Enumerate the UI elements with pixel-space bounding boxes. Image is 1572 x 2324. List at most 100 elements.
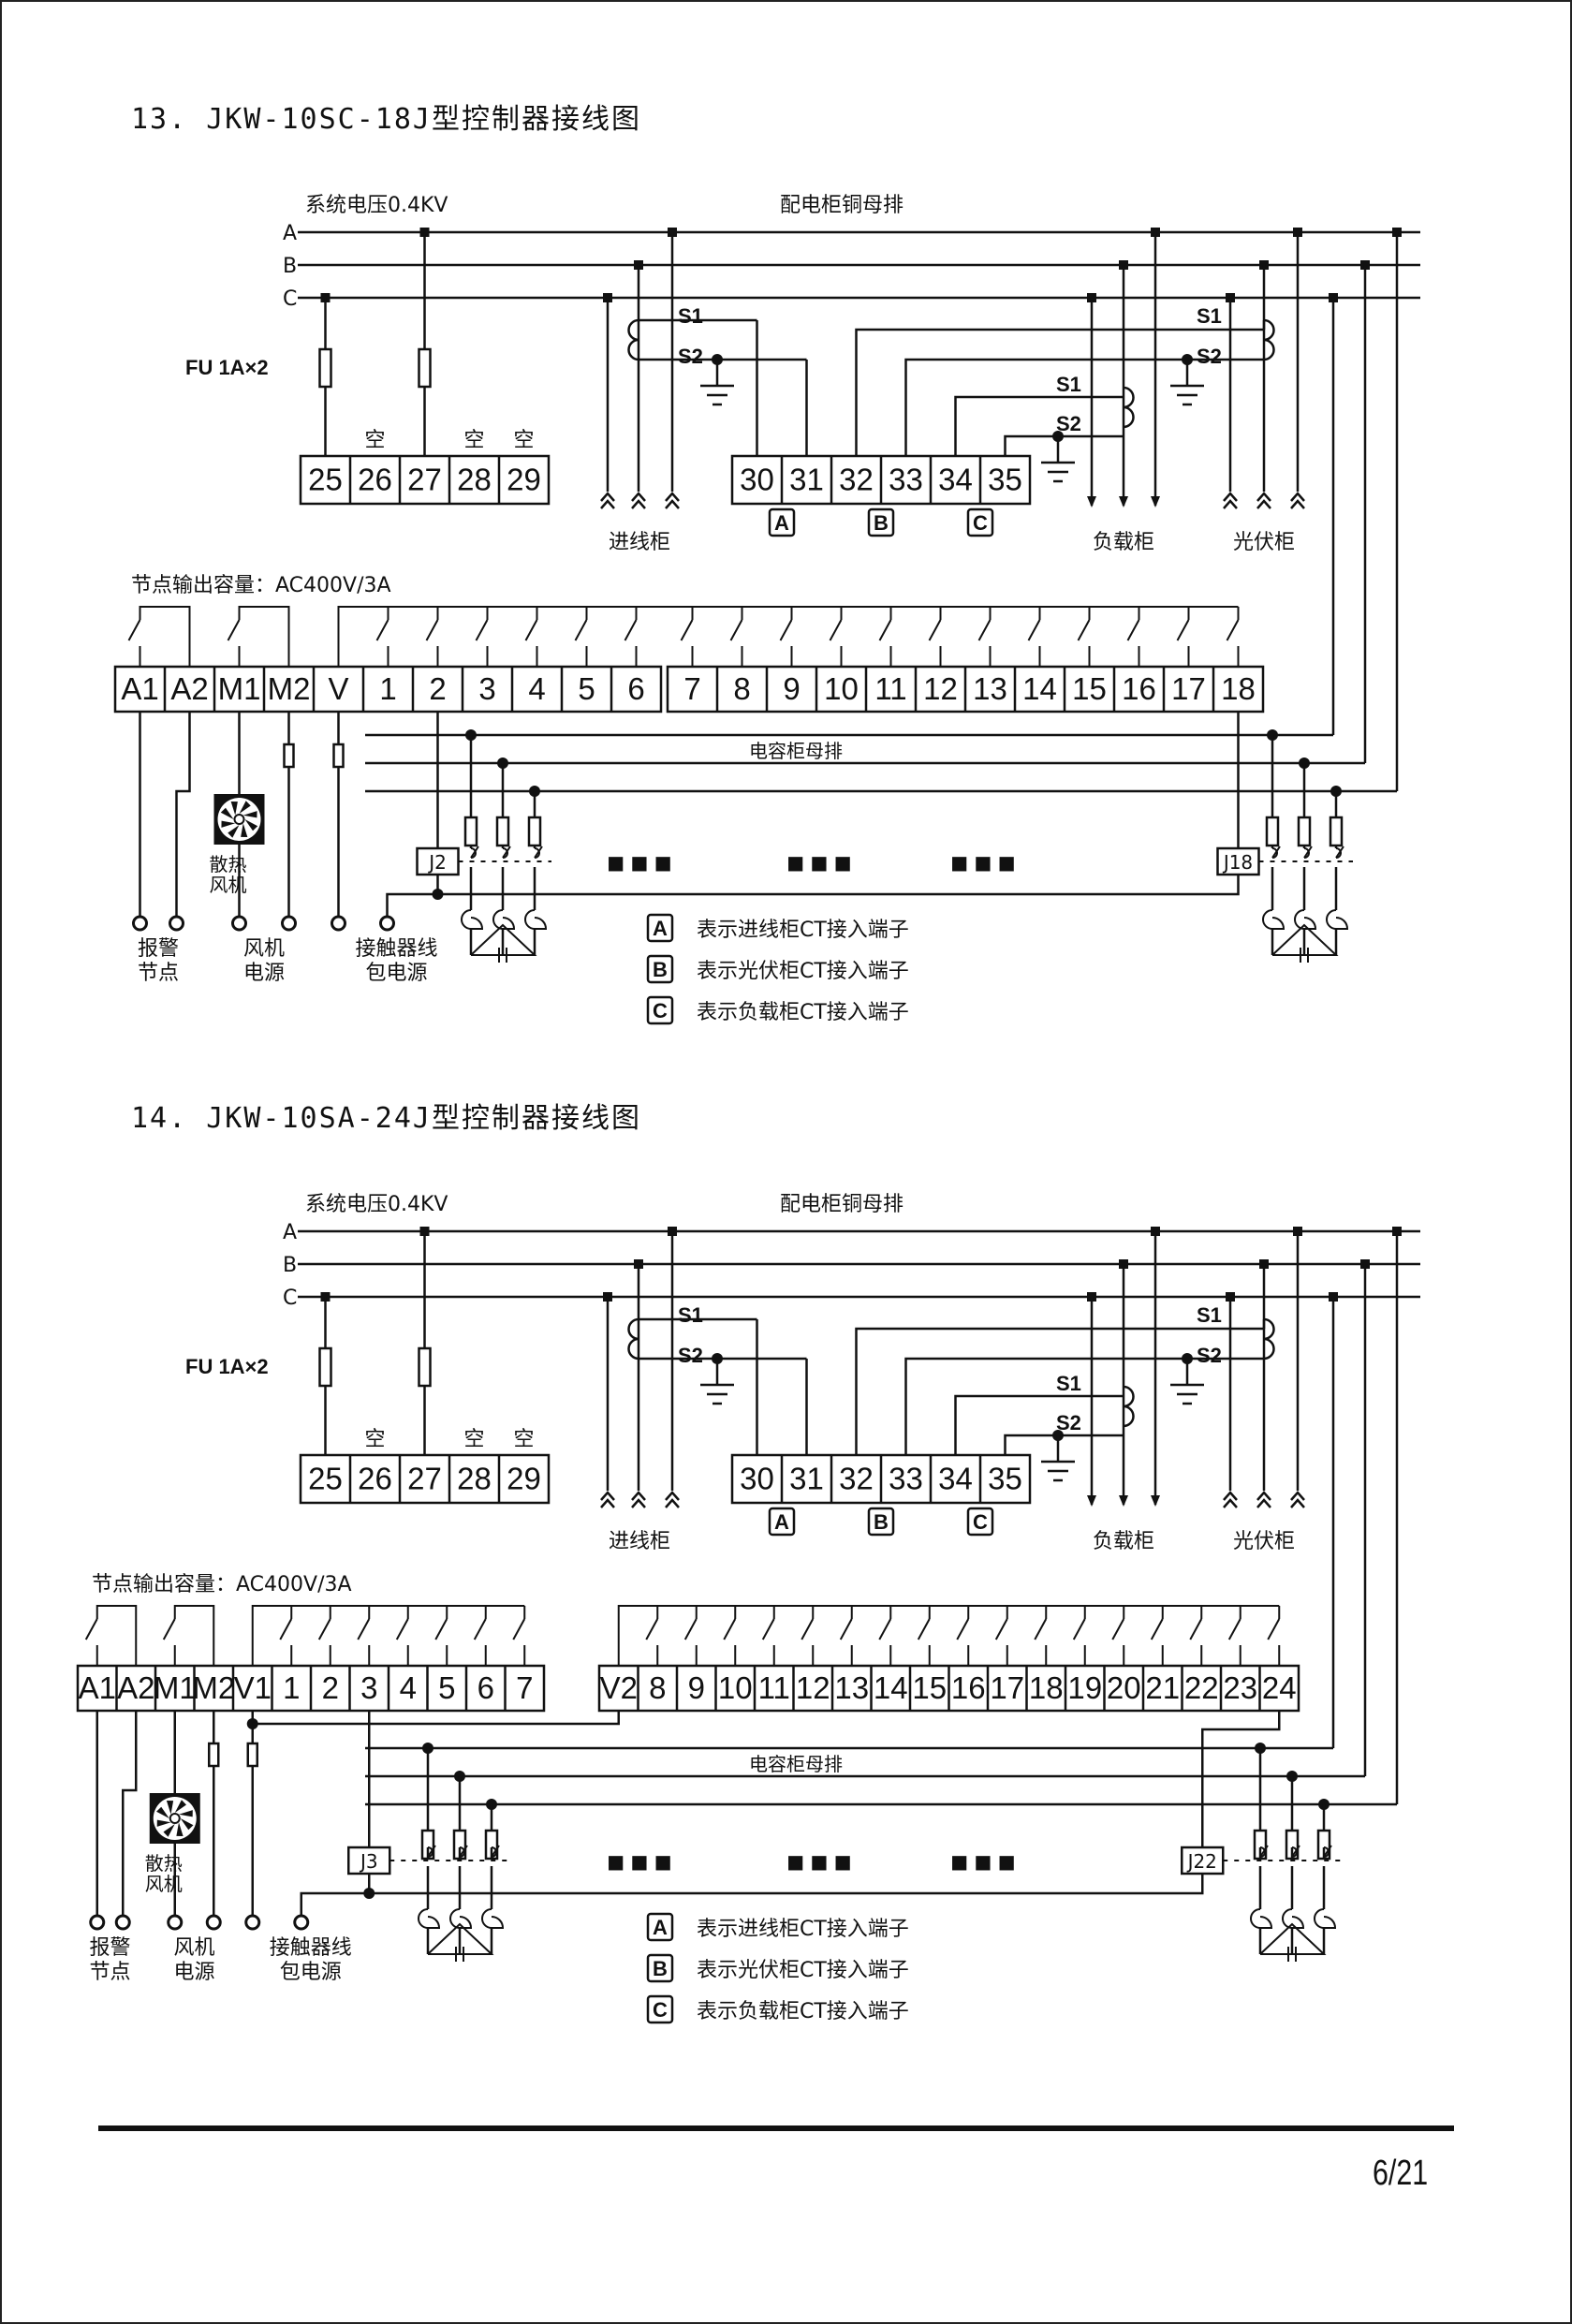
- fuse-icon: [418, 1346, 432, 1388]
- output-label: 电源: [243, 962, 285, 985]
- contactor-label: J3: [359, 1850, 378, 1873]
- contact-hook: [1303, 847, 1310, 859]
- terminal-22: 22: [1184, 1670, 1219, 1705]
- relay-contact-icon: [1267, 1618, 1281, 1640]
- chevron-up-icon: [1223, 1491, 1238, 1508]
- wire: [1290, 499, 1305, 509]
- arrowhead: [1087, 496, 1096, 507]
- terminal-29: 29: [507, 1462, 541, 1496]
- relay-contact-icon: [624, 619, 638, 641]
- terminal-13: 13: [973, 671, 1007, 706]
- contact-hook: [534, 847, 540, 859]
- fan-blade: [178, 1810, 193, 1817]
- relay-contact-icon: [473, 1618, 487, 1640]
- terminal-15: 15: [912, 1670, 947, 1705]
- reactor-icon: [1326, 909, 1349, 930]
- wire: [238, 606, 290, 667]
- diagram-title: 14. JKW-10SA-24J型控制器接线图: [131, 1102, 641, 1135]
- terminal-8: 8: [649, 1670, 666, 1705]
- fan-blade: [242, 811, 257, 818]
- fuse-icon: [463, 816, 478, 847]
- relay-contact-icon: [1126, 619, 1140, 641]
- output-terminal-icon: [167, 1914, 184, 1931]
- terminal-33: 33: [889, 463, 923, 497]
- relay-contact-icon: [839, 1618, 853, 1640]
- relay-contact-icon: [645, 1618, 659, 1640]
- wire: [122, 1711, 138, 1916]
- pv-cabinet-label: 光伏柜: [1233, 531, 1295, 554]
- output-label: 节点: [89, 1961, 130, 1984]
- phase-label-B: B: [283, 255, 297, 278]
- terminal-10: 10: [718, 1670, 753, 1705]
- output-terminal-icon: [244, 1914, 261, 1931]
- terminal-2: 2: [322, 1670, 339, 1705]
- ct-s2-label: S2: [678, 345, 703, 368]
- tag-box: [646, 913, 674, 943]
- output-label: 风机: [243, 937, 285, 961]
- relay-contact-icon: [1227, 1618, 1241, 1640]
- contact-hook: [427, 1846, 433, 1858]
- wire: [665, 1491, 680, 1501]
- terminal-strip-frame: [299, 1453, 551, 1505]
- arrowhead: [1119, 1495, 1128, 1507]
- contactor-J18: J18: [1216, 729, 1353, 963]
- wire: [95, 1605, 138, 1666]
- relay-contact-icon: [375, 619, 389, 641]
- relay-contact-icon: [434, 1618, 448, 1640]
- relay-contact-icon: [1072, 1618, 1086, 1640]
- wire: [665, 499, 680, 509]
- relay-contact-icon: [829, 619, 843, 641]
- capacitor-busbar-label: 电容柜母排: [749, 740, 843, 762]
- phase-label-C: C: [283, 287, 297, 311]
- wire: [1004, 1434, 1124, 1455]
- ellipsis: ■ ■ ■: [786, 851, 851, 874]
- terminal-30: 30: [740, 1462, 774, 1496]
- fan-blade: [156, 1806, 169, 1818]
- fan-blade: [176, 1822, 184, 1837]
- terminal-13: 13: [834, 1670, 869, 1705]
- ct-group-tag: C: [646, 1994, 674, 2024]
- terminal-A1: A1: [79, 1670, 116, 1705]
- contact-hook: [1335, 847, 1342, 859]
- arrowhead: [1087, 1495, 1096, 1507]
- terminal-V2: V2: [600, 1670, 638, 1705]
- tag-box: [646, 1994, 674, 2024]
- terminal-7: 7: [516, 1670, 533, 1705]
- terminal-34: 34: [938, 463, 973, 497]
- capacitor-delta-icon: [1271, 923, 1339, 956]
- fan-blade: [221, 820, 236, 828]
- ct-s2-label: S2: [1197, 345, 1222, 368]
- capacitor-delta-icon: [470, 923, 537, 956]
- output-label: 电源: [173, 1961, 214, 1984]
- relay-contact-icon: [574, 619, 588, 641]
- relay-contact-icon: [723, 1618, 737, 1640]
- relay-contact-icon: [425, 619, 439, 641]
- fuse-icon: [418, 347, 432, 389]
- reactor-icon: [1262, 909, 1286, 930]
- contact-hook: [1259, 1846, 1266, 1858]
- ct-group-tag: C: [966, 1507, 994, 1537]
- wire: [139, 606, 191, 667]
- contact-hook: [502, 847, 508, 859]
- chevron-up-icon: [600, 492, 615, 509]
- wire: [1256, 1491, 1271, 1501]
- wire: [631, 1498, 646, 1508]
- contact-capacity-label: 节点输出容量：AC400V/3A: [131, 574, 391, 597]
- output-terminal-icon: [114, 1914, 131, 1931]
- junction-dot: [432, 889, 444, 900]
- ct-s2-label: S2: [1056, 412, 1081, 435]
- contact-hook: [459, 1846, 465, 1858]
- terminal-strip-frame: [113, 665, 663, 713]
- ct-s2-label: S2: [1056, 1411, 1081, 1434]
- terminal-A2: A2: [117, 1670, 154, 1705]
- fuse-icon: [495, 816, 510, 847]
- phase-label-B: B: [283, 1254, 297, 1277]
- wire: [617, 1605, 1280, 1666]
- coil-box: [1216, 846, 1260, 876]
- fuse-icon: [318, 347, 332, 389]
- chevron-up-icon: [631, 1491, 646, 1508]
- contact-hook: [470, 847, 477, 859]
- terminal-8: 8: [733, 671, 750, 706]
- contactor-J22: J22: [1181, 1743, 1341, 1962]
